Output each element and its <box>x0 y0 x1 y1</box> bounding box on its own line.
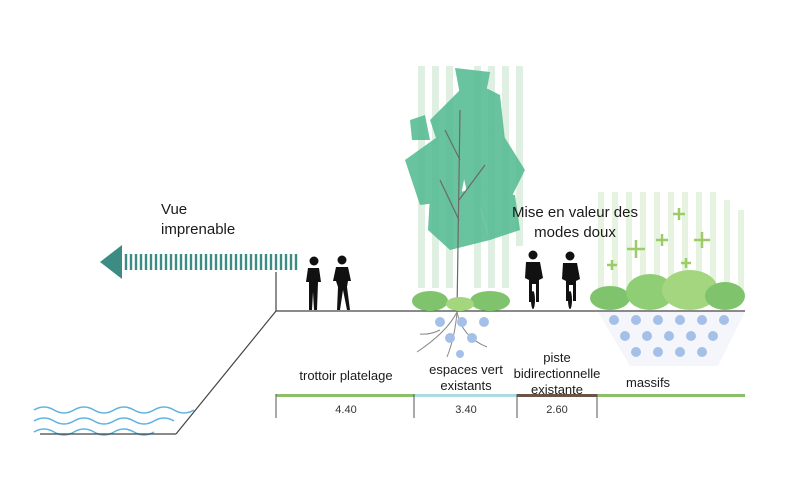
shrubs-tree-bed <box>412 291 510 311</box>
section-width-espaces-vert: 3.40 <box>455 404 477 416</box>
section-name-piste: piste bidirectionnelle existante <box>513 350 601 397</box>
massifs-backdrop-stripes <box>598 192 744 292</box>
section-bar-massifs <box>597 394 745 397</box>
view-arrow-icon <box>100 245 298 279</box>
view-label-text: Vue imprenable <box>161 201 236 238</box>
soft-modes-label-text: Mise en valeur des modes doux <box>512 204 638 241</box>
soil-dots-tree <box>435 317 489 358</box>
dimension-bars <box>275 394 745 418</box>
section-width-trottoir: 4.40 <box>335 404 357 416</box>
soil-dots-massifs <box>598 312 745 366</box>
section-name-trottoir: trottoir platelage <box>299 368 393 383</box>
plus-icons <box>607 208 710 270</box>
section-name-espaces-vert: espaces vert existants <box>429 362 503 393</box>
view-label: Vue imprenable <box>161 200 261 240</box>
tree-icon <box>405 68 525 358</box>
section-bar-piste <box>517 394 597 397</box>
ground-profile <box>40 272 745 435</box>
water-waves-icon <box>33 406 195 436</box>
shrubs-massifs <box>590 270 745 310</box>
section-bar-trottoir <box>276 394 414 397</box>
pedestrian-silhouettes <box>306 255 351 310</box>
cyclist-silhouettes <box>525 250 580 309</box>
section-name-massifs: massifs <box>626 375 671 390</box>
section-bar-espaces-vert <box>414 394 517 397</box>
soft-modes-label: Mise en valeur des modes doux <box>500 203 650 243</box>
section-width-piste: 2.60 <box>546 404 568 416</box>
